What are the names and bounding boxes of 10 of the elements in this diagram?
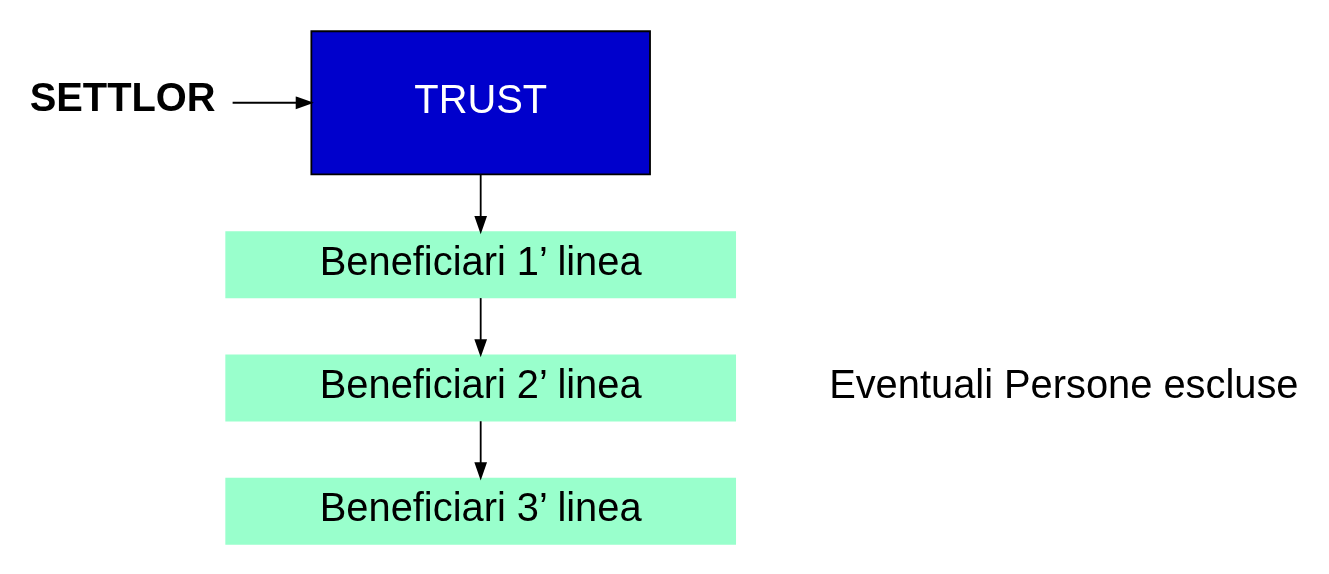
node-box: TRUST xyxy=(310,29,651,175)
label: Eventuali Persone escluse xyxy=(829,361,1299,406)
arrow xyxy=(474,419,488,480)
arrow xyxy=(231,95,314,109)
node-box: Beneficiari 3’ linea xyxy=(225,477,737,545)
node-box: Beneficiari 2’ linea xyxy=(225,354,737,421)
node-text: SETTLOR xyxy=(29,74,216,119)
arrow xyxy=(474,296,488,357)
arrow xyxy=(474,173,488,234)
node-box: Beneficiari 1’ linea xyxy=(225,230,737,298)
